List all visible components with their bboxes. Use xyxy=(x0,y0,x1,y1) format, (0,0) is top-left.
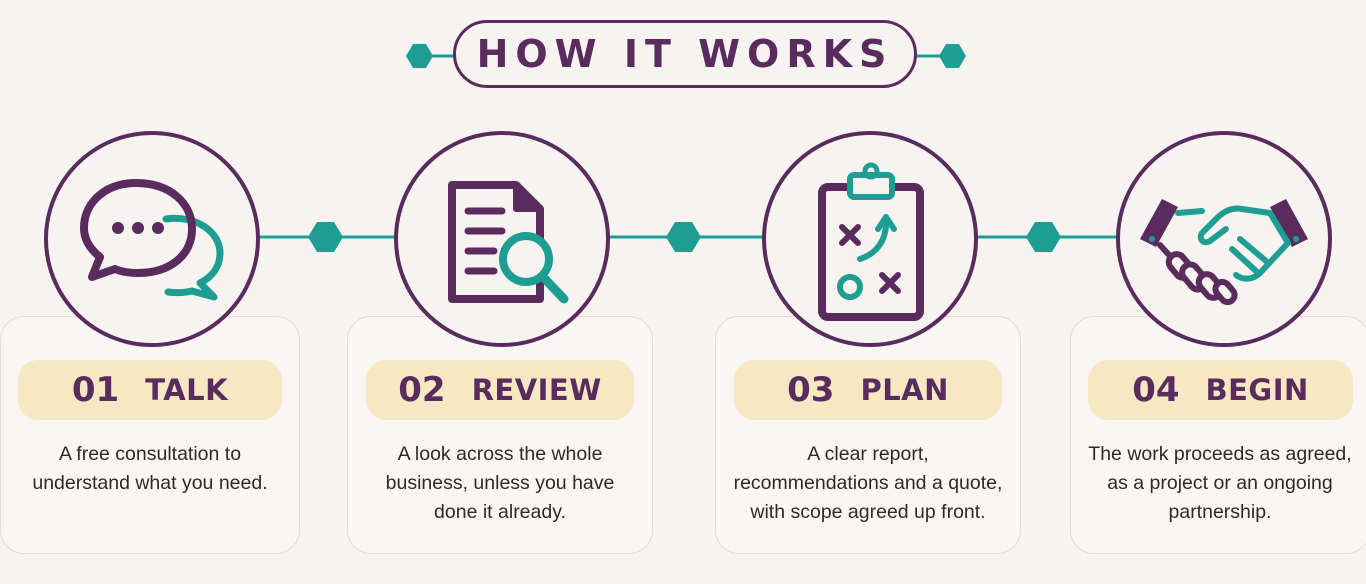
page-title: HOW IT WORKS xyxy=(453,20,917,88)
step-number: 03 xyxy=(787,370,835,410)
clipboard-strategy-icon xyxy=(818,162,924,321)
step-title: TALK xyxy=(145,373,229,407)
step-circle-talk xyxy=(44,131,260,347)
description-line: recommendations and a quote, xyxy=(733,472,1003,494)
step-label-talk: 01 TALK xyxy=(18,360,282,420)
document-magnifier-icon xyxy=(448,181,569,304)
step-label-begin: 04 BEGIN xyxy=(1088,360,1353,420)
step-card-begin xyxy=(1070,316,1366,554)
hexagon-icon xyxy=(308,222,343,252)
step-number: 02 xyxy=(398,370,446,410)
step-circle-begin xyxy=(1116,131,1332,347)
description-line: partnership. xyxy=(1168,501,1272,523)
description-line: understand what you need. xyxy=(32,472,268,494)
step-label-review: 02 REVIEW xyxy=(366,360,634,420)
hexagon-icon xyxy=(406,44,433,68)
step-circle-plan xyxy=(762,131,978,347)
step-description-plan: A clear report, recommendations and a qu… xyxy=(715,440,1021,527)
hexagon-icon xyxy=(1026,222,1061,252)
step-description-review: A look across the whole business, unless… xyxy=(347,440,653,527)
description-line: A clear report, xyxy=(807,443,929,465)
description-line: business, unless you have xyxy=(385,472,615,494)
description-line: A look across the whole xyxy=(397,443,603,465)
step-card-talk xyxy=(0,316,300,554)
description-line: as a project or an ongoing xyxy=(1107,472,1333,494)
step-card-plan xyxy=(715,316,1021,554)
step-card-review xyxy=(347,316,653,554)
step-description-talk: A free consultation to understand what y… xyxy=(0,440,300,498)
description-line: The work proceeds as agreed, xyxy=(1088,443,1352,465)
description-line: done it already. xyxy=(434,501,566,523)
step-number: 04 xyxy=(1132,370,1180,410)
handshake-icon xyxy=(1140,199,1308,306)
speech-bubbles-icon xyxy=(80,179,224,301)
step-title: BEGIN xyxy=(1205,373,1309,407)
step-title: REVIEW xyxy=(471,373,602,407)
step-title: PLAN xyxy=(860,373,949,407)
step-circle-review xyxy=(394,131,610,347)
description-line: with scope agreed up front. xyxy=(750,501,986,523)
step-label-plan: 03 PLAN xyxy=(734,360,1002,420)
step-description-begin: The work proceeds as agreed, as a projec… xyxy=(1070,440,1366,527)
description-line: A free consultation to xyxy=(58,443,242,465)
hexagon-icon xyxy=(939,44,966,68)
hexagon-icon xyxy=(666,222,701,252)
step-number: 01 xyxy=(71,370,120,410)
